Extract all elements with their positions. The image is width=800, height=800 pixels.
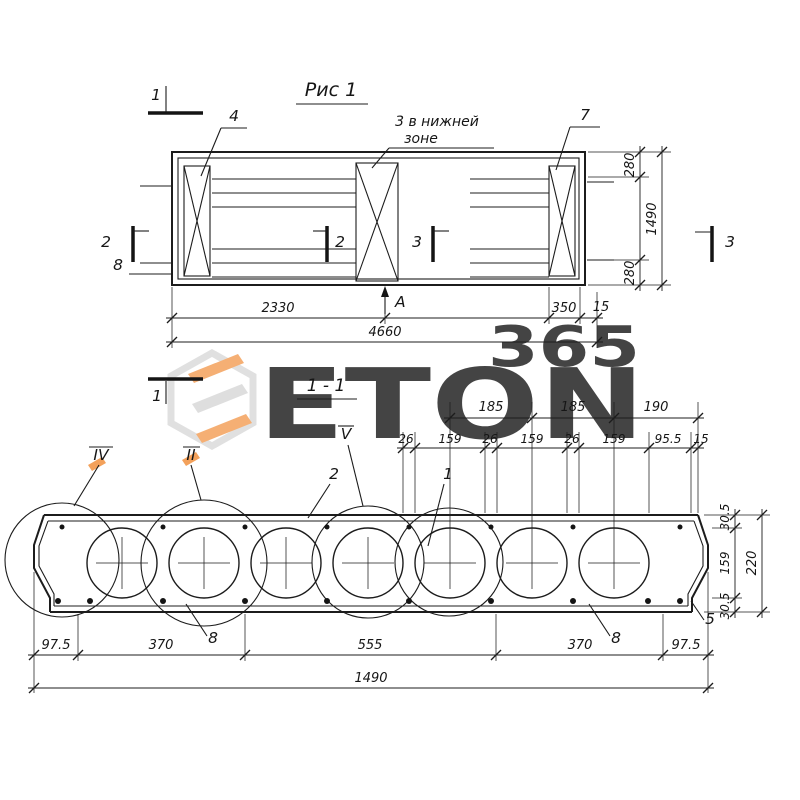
dim-30-5-top: 30.5 — [718, 504, 732, 531]
dim-1490-right: 1490 — [645, 202, 660, 235]
rebar-dots-bottom — [55, 598, 683, 604]
pos-label-2-section: 2 — [329, 465, 339, 483]
leader-pos-7 — [555, 126, 600, 171]
detail-label-iv: IV — [93, 446, 110, 464]
section-bottom-extension-lines — [33, 572, 709, 693]
plan-right-dimension-lines — [639, 146, 663, 291]
section-title: 1 - 1 — [307, 376, 346, 396]
cut-label-1-top: 1 — [151, 86, 161, 104]
point-a-label: А — [394, 293, 406, 311]
detail-label-ii: II — [186, 446, 196, 464]
dim-159-right: 159 — [718, 552, 732, 575]
dim-280-bottom: 280 — [623, 261, 638, 286]
anchor-brace-middle — [355, 162, 399, 282]
dim-30-5-bottom: 30.5 — [718, 593, 732, 620]
section-top-dimension-lines — [397, 417, 704, 449]
dim-185-a: 185 — [479, 400, 504, 415]
section-profile — [33, 514, 709, 613]
note-line1: 3 в нижней — [395, 114, 479, 130]
dim-97-5-left: 97.5 — [42, 638, 71, 653]
watermark-fragment-icon — [182, 452, 200, 466]
dim-2330: 2330 — [261, 301, 294, 316]
dim-555: 555 — [358, 638, 383, 653]
reinforcement-bars — [140, 178, 614, 278]
pos-5-leader — [690, 600, 705, 621]
detail-ii-leader — [190, 464, 202, 501]
detail-v-leader — [347, 444, 364, 507]
section-right-extension-lines — [704, 514, 770, 613]
pos-label-8: 8 — [113, 256, 123, 274]
cut-label-2-middle: 2 — [335, 233, 345, 251]
cut-mark-2-middle — [313, 226, 329, 262]
dim-15: 15 — [593, 300, 610, 315]
anchor-brace-left — [183, 165, 211, 277]
plan-right-extension-lines — [588, 151, 671, 286]
slab-outline — [171, 151, 586, 286]
detail-label-v: V — [341, 425, 353, 443]
pos-label-4: 4 — [229, 107, 239, 125]
watermark-365-text: 365 — [488, 315, 640, 380]
section-bottom-dimension-lines — [28, 654, 714, 689]
dim-159-b: 159 — [521, 432, 544, 446]
leader-pos-4 — [200, 127, 247, 177]
dim-280-top: 280 — [623, 153, 638, 178]
cut-mark-3-middle — [431, 226, 449, 262]
cut-label-3-right: 3 — [725, 233, 735, 251]
dim-95-5: 95.5 — [655, 432, 682, 446]
dim-220: 220 — [745, 551, 760, 576]
dim-15-section: 15 — [693, 432, 708, 446]
dim-26-c: 26 — [564, 432, 580, 446]
cut-mark-3-right — [695, 226, 714, 262]
dim-350: 350 — [552, 301, 577, 316]
dim-159-c: 159 — [603, 432, 626, 446]
leader-note-lower-zone — [371, 147, 494, 169]
watermark-logo-hexagon-icon — [167, 348, 257, 451]
pos-label-5: 5 — [705, 610, 715, 628]
dim-185-b: 185 — [561, 400, 586, 415]
watermark-brand-text: ETON — [258, 348, 645, 461]
plan-view: Рис 1 1 — [101, 79, 735, 348]
dim-370-left: 370 — [149, 638, 174, 653]
cut-mark-2-left — [131, 226, 149, 262]
pos-label-8-right: 8 — [611, 629, 621, 647]
watermark: 365 ETON — [88, 315, 645, 471]
dim-159-a: 159 — [439, 432, 462, 446]
cut-mark-1-bottom — [148, 377, 203, 404]
pos-8-right-leader — [588, 603, 611, 637]
dim-370-right: 370 — [568, 638, 593, 653]
pos-2-leader — [307, 483, 331, 519]
detail-iv-leader — [73, 464, 100, 507]
figure-title: Рис 1 — [305, 79, 357, 101]
pos-label-7: 7 — [580, 106, 590, 124]
pos-label-1-section: 1 — [443, 465, 453, 483]
void-circles — [86, 527, 650, 599]
watermark-fragment-icon — [88, 457, 106, 471]
note-line2: зоне — [404, 131, 438, 147]
dim-4660: 4660 — [368, 325, 401, 340]
pos-label-8-left: 8 — [208, 629, 218, 647]
dim-190: 190 — [644, 400, 669, 415]
cut-label-1-bottom: 1 — [152, 387, 162, 405]
cut-label-3-middle: 3 — [412, 233, 422, 251]
detail-callout-circles — [4, 499, 504, 627]
anchor-brace-right — [548, 165, 576, 277]
dim-26-a: 26 — [398, 432, 414, 446]
slab-inner-outline — [177, 157, 580, 280]
section-view: 1 - 1 1 — [4, 376, 770, 694]
pos-1-leader — [427, 483, 445, 547]
cut-mark-1-top — [148, 86, 203, 115]
cut-label-2-left: 2 — [101, 233, 111, 251]
dim-26-b: 26 — [482, 432, 498, 446]
dim-97-5-right: 97.5 — [672, 638, 701, 653]
dim-1490-total: 1490 — [354, 671, 387, 686]
section-top-extension-lines — [402, 402, 699, 537]
pos-8-left-leader — [185, 603, 208, 637]
rebar-dots-top — [59, 524, 683, 530]
